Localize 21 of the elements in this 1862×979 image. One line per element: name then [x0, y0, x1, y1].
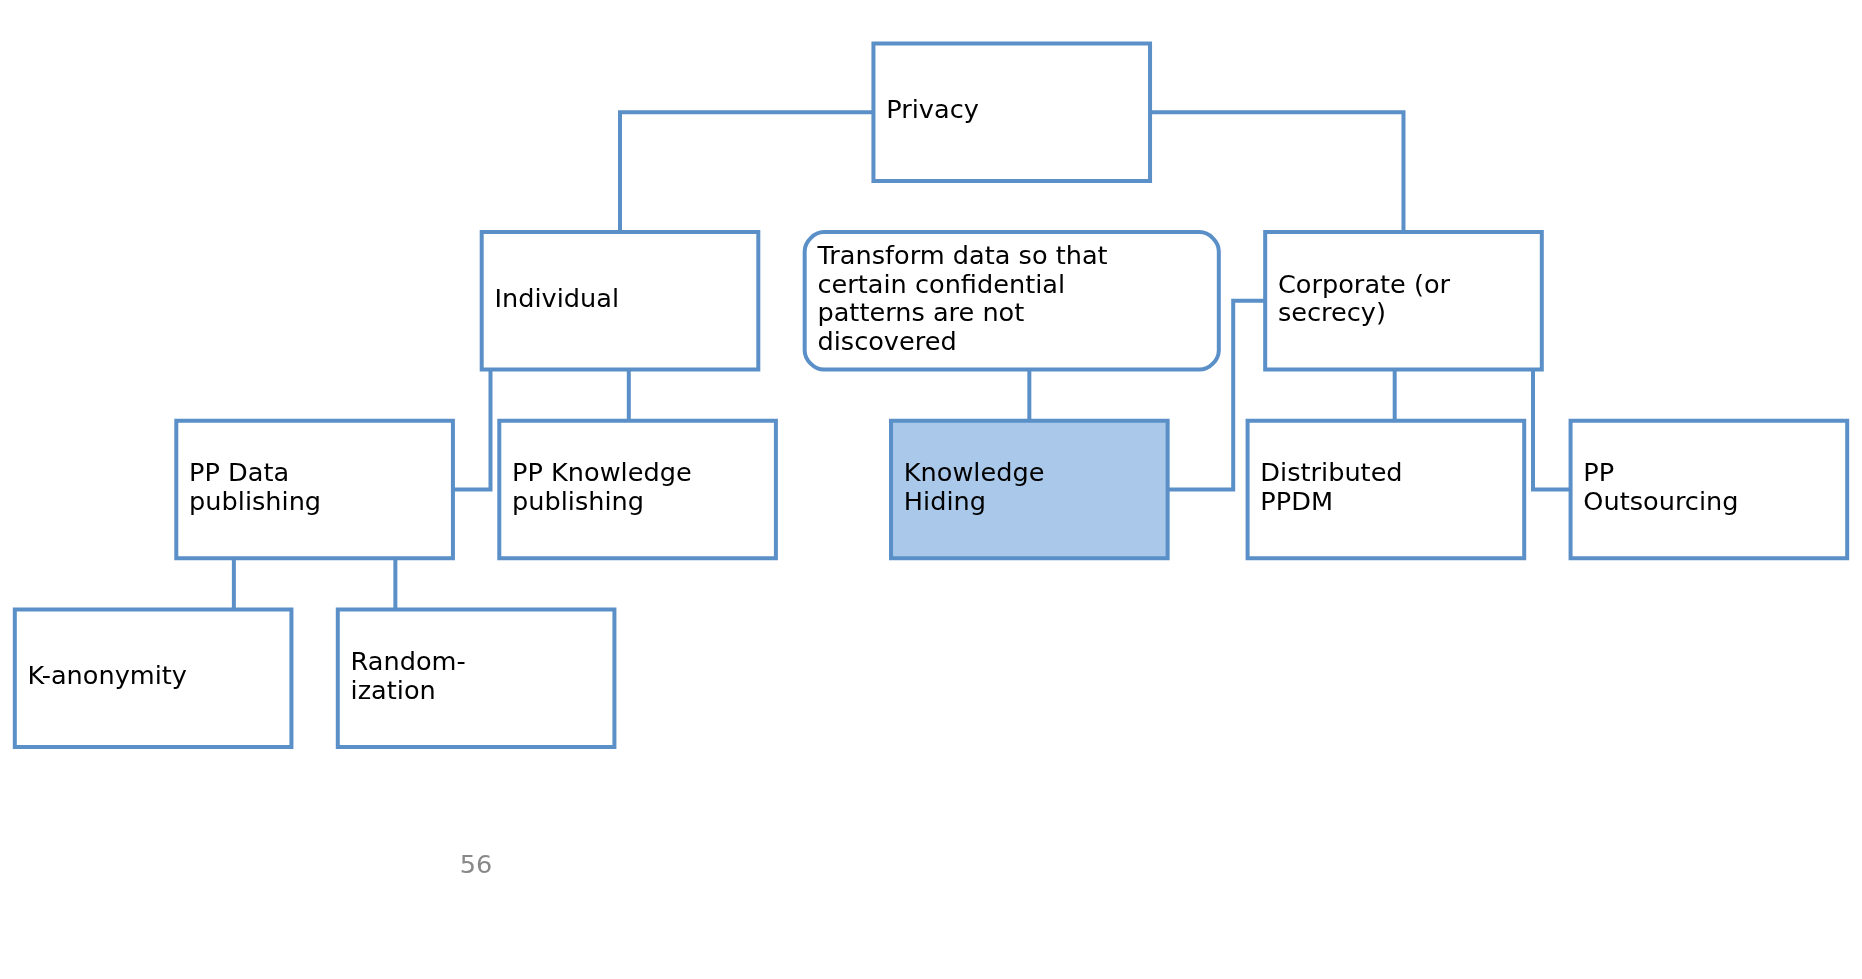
connector [1392, 370, 1397, 421]
node-box: Knowledge Hiding [889, 418, 1170, 561]
connector [1027, 370, 1032, 421]
connector [1531, 370, 1571, 492]
node-box: PP Outsourcing [1568, 418, 1850, 561]
connector [1150, 110, 1406, 232]
node-box: PP Knowledge publishing [497, 418, 778, 561]
connector [618, 110, 874, 232]
node-box: Privacy [871, 41, 1153, 183]
node-box: Corporate (or secrecy) [1263, 230, 1544, 372]
connector [231, 558, 236, 609]
connector [393, 558, 398, 609]
node-box: Individual [479, 230, 761, 372]
node-box: Transform data so that certain confidential patterns are not discovered [802, 230, 1221, 372]
connector [626, 370, 631, 421]
node-box: Random- ization [335, 607, 617, 749]
label: 56 [459, 848, 493, 879]
connector [453, 370, 493, 492]
node-box: K-anonymity [12, 607, 294, 749]
node-box: Distributed PPDM [1245, 418, 1527, 561]
node-box: PP Data publishing [174, 418, 455, 561]
